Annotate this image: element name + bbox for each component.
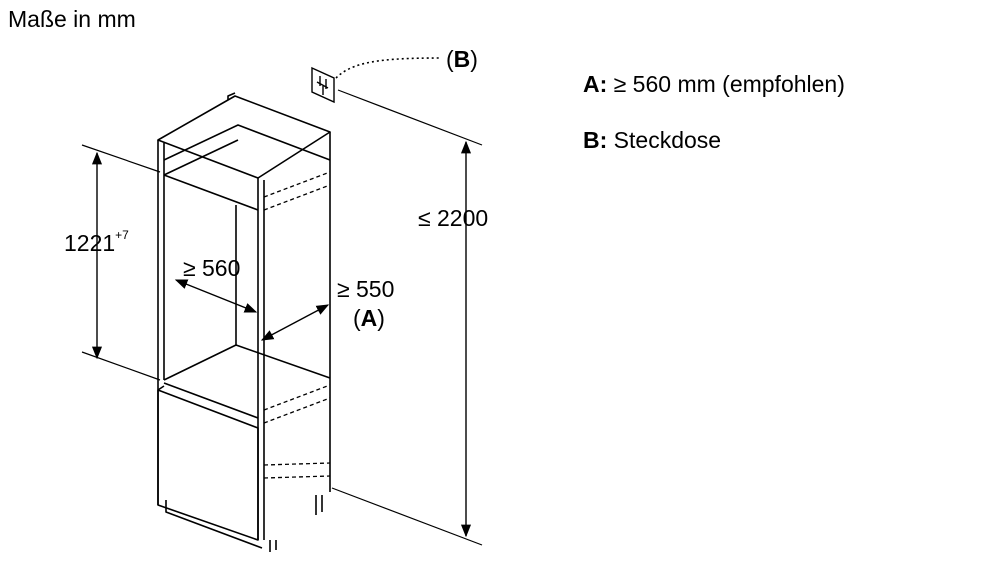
dim-560-label: ≥ 560 — [183, 255, 241, 281]
legend-item-b: B: Steckdose — [583, 127, 721, 154]
power-socket-icon — [311, 66, 335, 104]
depth-550-arrow — [260, 304, 330, 341]
dim-550-label: ≥ 550 — [337, 276, 395, 302]
dim-1221-label: 1221+7 — [64, 228, 129, 256]
dim-550-ref: (A) — [353, 305, 385, 331]
width-560-arrow — [174, 279, 258, 313]
dim-2200-label: ≤ 2200 — [418, 205, 489, 231]
legend-key-b: B: — [583, 127, 608, 153]
cabinet-drawing — [157, 92, 331, 552]
dim-1221-tolerance: +7 — [115, 228, 129, 242]
legend-key-a: A: — [583, 71, 608, 97]
page-title: Maße in mm — [8, 6, 136, 32]
socket-leader-line — [335, 57, 441, 79]
hidden-lines — [263, 171, 331, 479]
extension-lines — [81, 89, 483, 546]
legend-text-a: ≥ 560 mm (empfohlen) — [613, 71, 845, 97]
socket-ref-label: (B) — [446, 46, 478, 72]
legend-item-a: A: ≥ 560 mm (empfohlen) — [583, 71, 845, 98]
legend-text-b: Steckdose — [613, 127, 722, 153]
dimension-arrows — [91, 140, 472, 538]
